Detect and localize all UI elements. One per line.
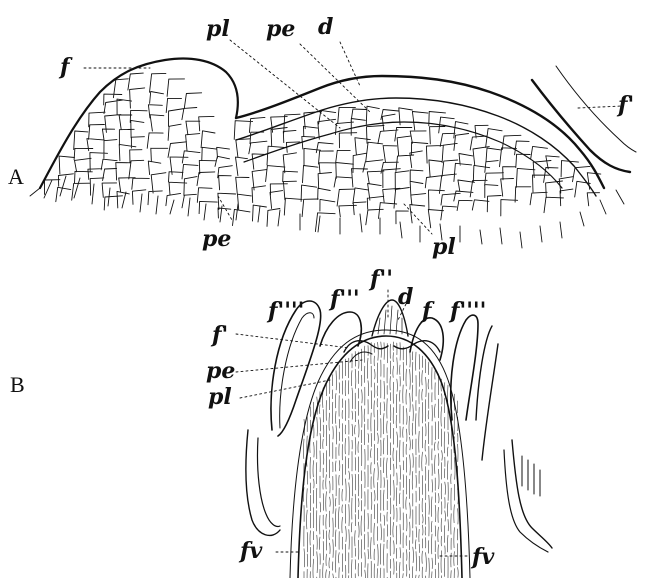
panel-a-label-pe-bottom: pe: [202, 228, 231, 250]
panel-b-label-d: d: [398, 286, 413, 308]
panel-label-b: B: [10, 374, 25, 396]
panel-label-a: A: [8, 166, 24, 188]
panel-b-label-f-quad-left: f'''': [268, 300, 304, 322]
panel-b-label-f-double: f'': [370, 268, 393, 290]
panel-b-leader-pe: [236, 360, 362, 372]
panel-b-label-f-triple: f''': [330, 288, 360, 310]
panel-a-leaf-lobe-f: [40, 59, 238, 189]
panel-b-leader-f-prime: [236, 334, 350, 348]
panel-b-label-pl: pl: [208, 386, 232, 408]
panel-b-leader-pl: [240, 380, 330, 398]
panel-b-label-f: f: [422, 300, 431, 322]
panel-a-label-pl-bottom: pl: [432, 236, 456, 258]
panel-a-label-d: d: [318, 16, 333, 38]
panel-b-label-fv-left: fv: [240, 540, 262, 562]
panel-a-label-f: f: [60, 56, 69, 78]
panel-b-label-pe: pe: [206, 360, 235, 382]
panel-b-drawing: [236, 290, 552, 578]
panel-a-leader-pl-bottom: [404, 204, 432, 234]
panel-b-label-f-prime: f': [212, 324, 228, 346]
panel-a-drawing: [30, 40, 636, 248]
panel-b-outer-leaf-right: [512, 440, 552, 548]
panel-a-label-f-prime: f': [618, 94, 634, 116]
panel-a-label-pl-top: pl: [206, 18, 230, 40]
panel-a-label-pe-top: pe: [266, 18, 295, 40]
panel-b-label-fv-right: fv: [472, 546, 494, 568]
panel-b-leaf-f: [410, 318, 443, 360]
panel-a-leader-f-prime: [578, 106, 622, 108]
panel-b-label-f-quad-right: f'''': [450, 300, 486, 322]
panel-b-axis-hatching: [303, 342, 458, 578]
panel-a-cell-walls: [45, 73, 601, 232]
panel-b-outer-leaf-left: [246, 430, 280, 535]
